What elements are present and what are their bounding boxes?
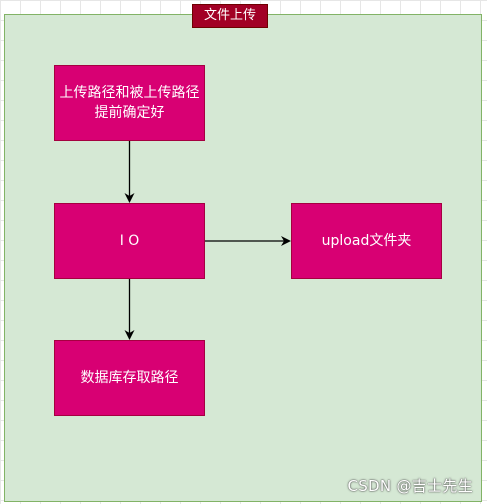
node-upload-path-label: 上传路径和被上传路径提前确定好: [59, 85, 200, 121]
node-io-label: I O: [119, 233, 140, 249]
node-upload-folder[interactable]: upload文件夹: [291, 203, 442, 279]
node-io[interactable]: I O: [54, 203, 205, 279]
node-upload-folder-label: upload文件夹: [321, 233, 412, 249]
node-database-path[interactable]: 数据库存取路径: [54, 340, 205, 416]
diagram-title[interactable]: 文件上传: [192, 4, 268, 28]
watermark: CSDN @吉士先生: [347, 477, 473, 495]
node-upload-path[interactable]: 上传路径和被上传路径提前确定好: [54, 65, 205, 141]
node-database-path-label: 数据库存取路径: [80, 370, 179, 386]
